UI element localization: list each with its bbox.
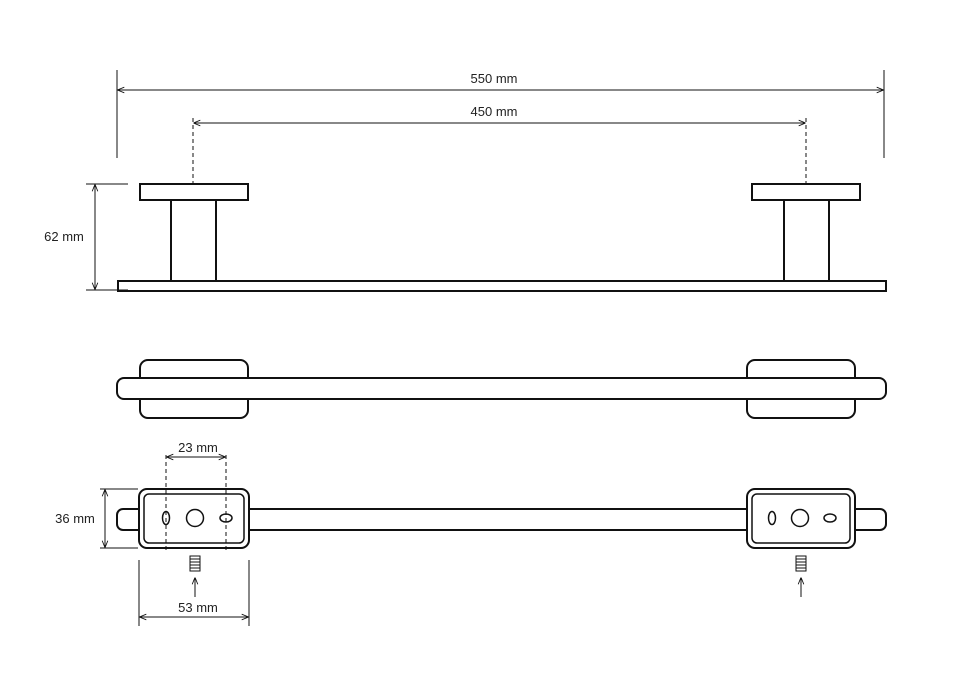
left-set-screw-icon — [189, 555, 201, 572]
mount-spacing-label: 450 mm — [471, 104, 518, 119]
right-side-hole-icon — [823, 513, 837, 523]
right-slot-hole-icon — [767, 510, 777, 526]
left-mount-post — [170, 199, 217, 282]
hole-spacing-label: 23 mm — [178, 440, 218, 455]
height-label: 62 mm — [44, 229, 84, 244]
top-bar — [116, 377, 887, 400]
left-mount-plate — [139, 183, 249, 201]
right-base-inner — [751, 493, 851, 544]
base-height-label: 36 mm — [55, 511, 95, 526]
right-mount-post — [783, 199, 830, 282]
wall-view-bar — [116, 508, 887, 531]
left-base-inner — [143, 493, 245, 544]
side-view: 550 mm 450 mm 62 mm — [44, 70, 887, 292]
wall-view: 23 mm 36 mm 53 mm — [55, 440, 887, 626]
right-mount-plate — [751, 183, 861, 201]
top-view — [116, 359, 887, 419]
base-width-label: 53 mm — [178, 600, 218, 615]
right-set-screw-icon — [795, 555, 807, 572]
right-center-hole-icon — [790, 508, 810, 528]
left-center-hole-icon — [185, 508, 205, 528]
side-bar — [117, 280, 887, 292]
right-base-outer — [746, 488, 856, 549]
overall-length-label: 550 mm — [471, 71, 518, 86]
